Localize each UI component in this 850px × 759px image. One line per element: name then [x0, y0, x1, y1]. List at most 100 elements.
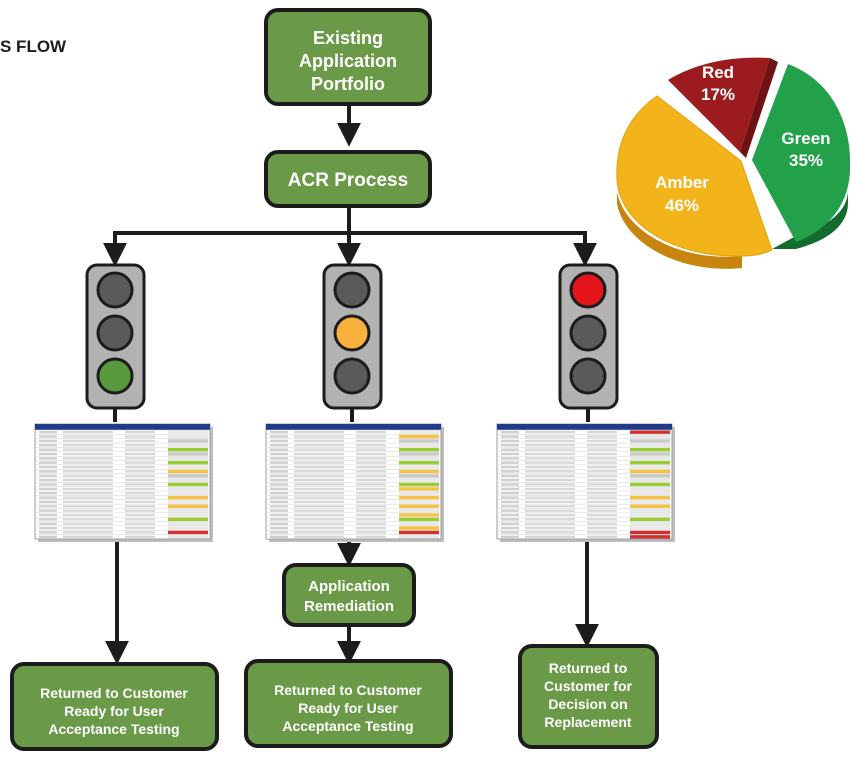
sheet-cell [587, 492, 617, 495]
sheet-status-cell [168, 487, 208, 491]
sheet-status-cell [630, 456, 670, 461]
sheet-cell [125, 492, 155, 495]
sheet-cell [39, 457, 57, 460]
sheet-cell [501, 483, 519, 486]
sheet-status-cell [630, 535, 670, 539]
sheet-cell [125, 483, 155, 486]
sheet-cell [501, 465, 519, 469]
sheet-status-cell [630, 522, 670, 526]
light-amber-off [96, 314, 134, 352]
sheet-cell [63, 487, 113, 491]
sheet-cell [587, 457, 617, 460]
sheet-cell [125, 500, 155, 504]
pie-label-red-name: Red [702, 63, 734, 82]
sheet-cell [270, 444, 288, 447]
sheet-cell [356, 439, 386, 443]
sheet-cell [63, 457, 113, 460]
light-green-off [333, 357, 371, 395]
flow-connectors [103, 100, 599, 665]
sheet-status-cell [168, 530, 208, 535]
sheet-header [266, 424, 441, 430]
light-red-off [333, 271, 371, 309]
pie-slice-red-side [740, 58, 778, 158]
sheet-cell [39, 431, 57, 434]
sheet-cell [525, 461, 575, 464]
sheet-cell [39, 465, 57, 469]
sheet-cell [501, 439, 519, 443]
pie-label-amber-name: Amber [655, 173, 709, 192]
sheet-cell [63, 444, 113, 447]
sheet-cell [294, 487, 344, 491]
sheet-cell [525, 535, 575, 538]
top-box-line-2: Application [299, 51, 397, 71]
sheet-cell [525, 526, 575, 530]
sheet-cell [356, 435, 386, 438]
sheet-cell [125, 522, 155, 525]
sheet-cell [39, 518, 57, 521]
sheet-cell [39, 487, 57, 491]
pie-slice-red [668, 57, 770, 152]
sheet-cell [356, 474, 386, 477]
sheet-cell [587, 526, 617, 530]
sheet-cell [125, 470, 155, 473]
sheet-cell [525, 478, 575, 482]
sheet-status-cell [168, 478, 208, 482]
sheet-cell [525, 505, 575, 508]
sheet-cell [63, 435, 113, 438]
sheet-cell [501, 470, 519, 473]
sheet-cell [270, 448, 288, 451]
sheet-status-cell [168, 439, 208, 443]
sheet-cell [587, 465, 617, 469]
light-red-on [569, 271, 607, 309]
sheet-cell [125, 457, 155, 460]
sheet-cell [63, 478, 113, 482]
sheet-cell [39, 535, 57, 538]
sheet-cell [501, 431, 519, 434]
spreadsheet-thumbnail-left [34, 423, 213, 542]
sheet-cell [587, 461, 617, 464]
sheet-cell [587, 474, 617, 477]
sheet-cell [294, 435, 344, 438]
sheet-status-cell [630, 526, 670, 530]
sheet-status-cell [399, 456, 439, 461]
sheet-cell [270, 531, 288, 534]
sheet-status-cell [630, 447, 670, 452]
sheet-status-cell [630, 495, 670, 500]
sheet-cell [270, 496, 288, 499]
sheet-cell [63, 465, 113, 469]
sheet-status-cell [399, 469, 439, 474]
sheet-status-cell [168, 517, 208, 522]
sheet-status-cell [399, 495, 439, 500]
sheet-cell [294, 452, 344, 456]
sheet-cell [294, 531, 344, 534]
sheet-cell [294, 483, 344, 486]
sheet-cell [270, 474, 288, 477]
sheet-cell [270, 500, 288, 504]
light-red-off [96, 271, 134, 309]
sheet-cell [525, 439, 575, 443]
sheet-cell [294, 431, 344, 434]
sheet-cell [501, 500, 519, 504]
sheet-cell [39, 444, 57, 447]
sheet-cell [63, 496, 113, 499]
page-heading: S FLOW [0, 37, 67, 56]
sheet-cell [587, 535, 617, 538]
sheet-cell [125, 513, 155, 517]
sheet-cell [63, 439, 113, 443]
sheet-cell [587, 435, 617, 438]
sheet-cell [63, 492, 113, 495]
sheet-cell [63, 448, 113, 451]
sheet-cell [356, 522, 386, 525]
sheet-cell [501, 518, 519, 521]
pie-label-red-pct: 17% [701, 85, 735, 104]
sheet-status-cell [168, 522, 208, 526]
sheet-cell [63, 531, 113, 534]
sheet-status-cell [168, 504, 208, 508]
sheet-cell [270, 513, 288, 517]
sheet-status-cell [168, 474, 208, 478]
pie-label-amber-pct: 46% [665, 196, 699, 215]
sheet-cell [356, 487, 386, 491]
sheet-status-cell [168, 447, 208, 452]
sheet-cell [270, 492, 288, 495]
sheet-cell [501, 448, 519, 451]
